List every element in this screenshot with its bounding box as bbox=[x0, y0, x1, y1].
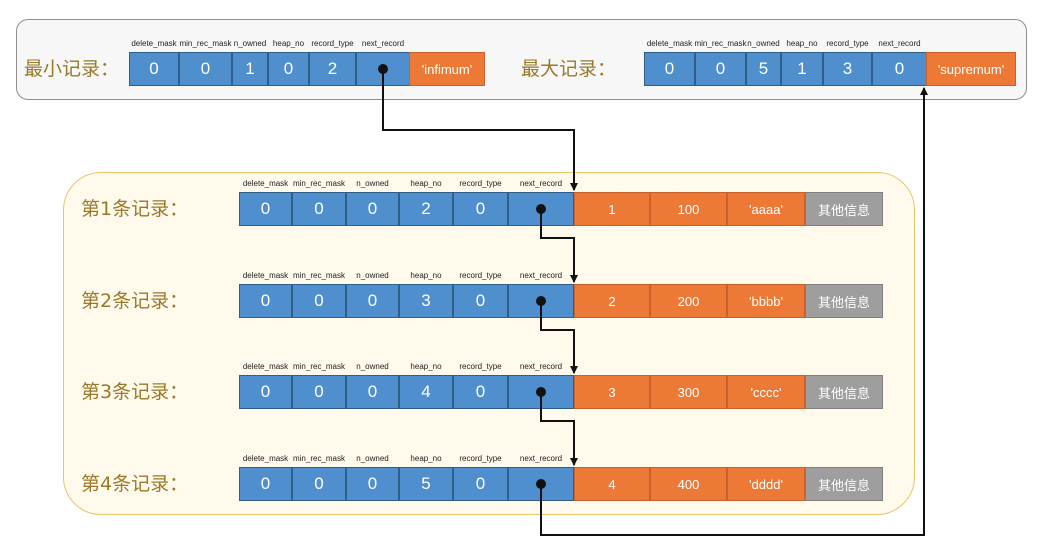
column-header-next-record: next_record bbox=[519, 362, 563, 371]
other-info-cell: 其他信息 bbox=[805, 375, 883, 409]
record-type-cell: 3 bbox=[823, 52, 872, 86]
column-header-record-type: record_type bbox=[311, 39, 354, 48]
column-header-record-type: record_type bbox=[459, 271, 502, 280]
min-rec-mask-cell: 0 bbox=[179, 52, 232, 86]
column-header-n-owned: n_owned bbox=[356, 271, 389, 280]
next-record-cell bbox=[356, 52, 410, 86]
other-info-cell: 其他信息 bbox=[805, 467, 883, 501]
column-header-delete-mask: delete_mask bbox=[242, 362, 289, 371]
min-rec-mask-cell: 0 bbox=[292, 192, 346, 226]
record-data-cell: 2 bbox=[574, 284, 650, 318]
column-header-delete-mask: delete_mask bbox=[242, 179, 289, 188]
record-data-cell: 'aaaa' bbox=[727, 192, 805, 226]
column-header-record-type: record_type bbox=[826, 39, 869, 48]
min-rec-mask-cell: 0 bbox=[695, 52, 746, 86]
n-owned-cell: 5 bbox=[746, 52, 781, 86]
n-owned-cell: 0 bbox=[346, 375, 399, 409]
delete-mask-cell: 0 bbox=[239, 192, 292, 226]
record-type-cell: 0 bbox=[453, 375, 508, 409]
column-header-next-record: next_record bbox=[519, 454, 563, 463]
delete-mask-cell: 0 bbox=[129, 52, 179, 86]
record-data-cell: 4 bbox=[574, 467, 650, 501]
n-owned-cell: 1 bbox=[232, 52, 268, 86]
next-record-cell: 0 bbox=[872, 52, 927, 86]
min-rec-mask-cell: 0 bbox=[292, 467, 346, 501]
supremum-name-cell: 'supremum' bbox=[926, 52, 1016, 86]
column-header-heap-no: heap_no bbox=[410, 362, 442, 371]
min-rec-mask-cell: 0 bbox=[292, 375, 346, 409]
record-data-cell: 'bbbb' bbox=[727, 284, 805, 318]
column-header-min-rec-mask: min_rec_mask bbox=[694, 39, 747, 48]
record-data-cell: 1 bbox=[574, 192, 650, 226]
record-type-cell: 0 bbox=[453, 284, 508, 318]
column-header-heap-no: heap_no bbox=[272, 39, 305, 48]
delete-mask-cell: 0 bbox=[239, 467, 292, 501]
column-header-n-owned: n_owned bbox=[356, 454, 389, 463]
next-record-cell bbox=[508, 467, 574, 501]
record-type-cell: 0 bbox=[453, 467, 508, 501]
column-header-delete-mask: delete_mask bbox=[242, 271, 289, 280]
record-2-label: 第2条记录： bbox=[81, 290, 189, 312]
column-header-heap-no: heap_no bbox=[410, 271, 442, 280]
next-record-cell bbox=[508, 192, 574, 226]
column-header-record-type: record_type bbox=[459, 179, 502, 188]
column-header-delete-mask: delete_mask bbox=[646, 39, 693, 48]
record-data-cell: 400 bbox=[650, 467, 727, 501]
column-header-heap-no: heap_no bbox=[410, 179, 442, 188]
record-data-cell: 100 bbox=[650, 192, 727, 226]
column-header-n-owned: n_owned bbox=[747, 39, 780, 48]
column-header-n-owned: n_owned bbox=[356, 179, 389, 188]
column-header-heap-no: heap_no bbox=[786, 39, 818, 48]
column-header-n-owned: n_owned bbox=[356, 362, 389, 371]
column-header-next-record: next_record bbox=[361, 39, 405, 48]
other-info-cell: 其他信息 bbox=[805, 284, 883, 318]
infimum-label: 最小记录： bbox=[24, 58, 120, 80]
column-header-min-rec-mask: min_rec_mask bbox=[179, 39, 232, 48]
next-record-cell bbox=[508, 375, 574, 409]
column-header-delete-mask: delete_mask bbox=[242, 454, 289, 463]
delete-mask-cell: 0 bbox=[239, 375, 292, 409]
record-data-cell: 'cccc' bbox=[727, 375, 805, 409]
n-owned-cell: 0 bbox=[346, 467, 399, 501]
min-rec-mask-cell: 0 bbox=[292, 284, 346, 318]
heap-no-cell: 1 bbox=[781, 52, 823, 86]
column-header-delete-mask: delete_mask bbox=[131, 39, 177, 48]
column-header-record-type: record_type bbox=[459, 454, 502, 463]
heap-no-cell: 2 bbox=[399, 192, 453, 226]
infimum-name-cell: 'infimum' bbox=[409, 52, 485, 86]
record-data-cell: 3 bbox=[574, 375, 650, 409]
n-owned-cell: 0 bbox=[346, 284, 399, 318]
record-1-label: 第1条记录： bbox=[81, 198, 189, 220]
heap-no-cell: 3 bbox=[399, 284, 453, 318]
record-4-label: 第4条记录： bbox=[81, 473, 189, 495]
column-header-n-owned: n_owned bbox=[233, 39, 267, 48]
record-data-cell: 200 bbox=[650, 284, 727, 318]
column-header-record-type: record_type bbox=[459, 362, 502, 371]
column-header-next-record: next_record bbox=[519, 271, 563, 280]
delete-mask-cell: 0 bbox=[644, 52, 695, 86]
column-header-min-rec-mask: min_rec_mask bbox=[292, 179, 346, 188]
record-type-cell: 2 bbox=[309, 52, 356, 86]
column-header-min-rec-mask: min_rec_mask bbox=[292, 271, 346, 280]
supremum-label: 最大记录： bbox=[521, 58, 617, 80]
column-header-heap-no: heap_no bbox=[410, 454, 442, 463]
column-header-next-record: next_record bbox=[878, 39, 921, 48]
column-header-next-record: next_record bbox=[519, 179, 563, 188]
delete-mask-cell: 0 bbox=[239, 284, 292, 318]
n-owned-cell: 0 bbox=[346, 192, 399, 226]
record-3-label: 第3条记录： bbox=[81, 381, 189, 403]
record-type-cell: 0 bbox=[453, 192, 508, 226]
heap-no-cell: 0 bbox=[268, 52, 309, 86]
heap-no-cell: 4 bbox=[399, 375, 453, 409]
column-header-min-rec-mask: min_rec_mask bbox=[292, 362, 346, 371]
record-data-cell: 'dddd' bbox=[727, 467, 805, 501]
next-record-cell bbox=[508, 284, 574, 318]
heap-no-cell: 5 bbox=[399, 467, 453, 501]
record-data-cell: 300 bbox=[650, 375, 727, 409]
other-info-cell: 其他信息 bbox=[805, 192, 883, 226]
column-header-min-rec-mask: min_rec_mask bbox=[292, 454, 346, 463]
